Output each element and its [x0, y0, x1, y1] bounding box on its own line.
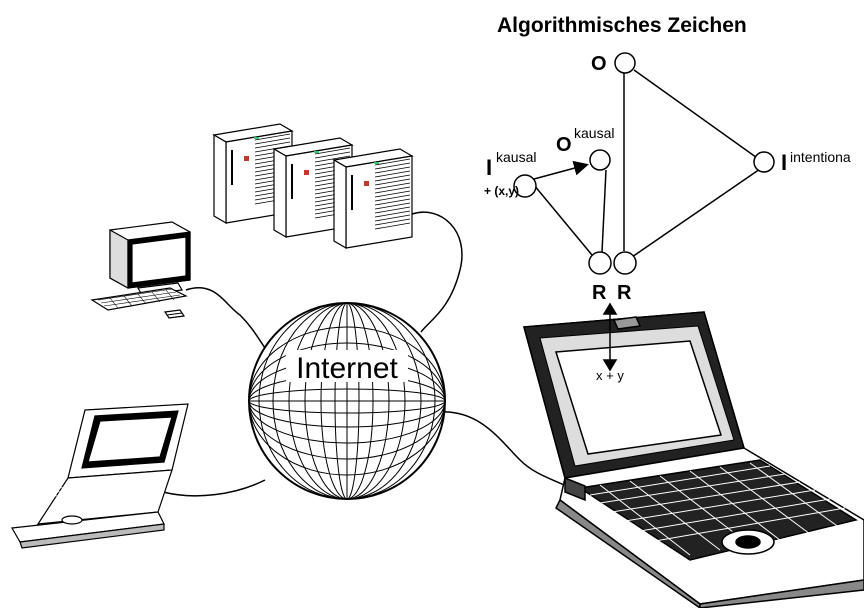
- label-i-intentional-sup: intentiona: [790, 149, 851, 165]
- node-r-left: [588, 251, 612, 275]
- algorithmic-sign-diagram: Algorithmisches Zeichen O O kausal I kau…: [484, 14, 851, 372]
- internet-label: Internet: [296, 352, 398, 385]
- laptop-icon: [11, 403, 189, 549]
- node-i-kausal: [513, 174, 537, 198]
- label-i-kausal-sup: kausal: [496, 149, 536, 165]
- node-o-main: [614, 52, 636, 74]
- network-cables: [162, 211, 567, 497]
- label-r-right: R: [617, 282, 632, 304]
- label-i-intentional: I: [781, 150, 787, 175]
- laptop-icon: [523, 311, 864, 608]
- label-r-left: R: [592, 282, 607, 304]
- node-o-kausal: [589, 149, 611, 171]
- screen-text: x + y: [596, 368, 624, 383]
- label-i-kausal: I: [486, 155, 492, 180]
- label-i-kausal-sub: + (x,y): [484, 184, 519, 198]
- label-o-kausal: O: [556, 134, 572, 156]
- label-o-kausal-sup: kausal: [574, 125, 614, 141]
- node-r-right: [613, 251, 637, 275]
- desktop-computer-icon: [90, 221, 191, 319]
- diagram-title: Algorithmisches Zeichen: [497, 14, 747, 37]
- node-i-intentional: [753, 151, 775, 173]
- server-icon: [212, 123, 414, 250]
- label-o-main: O: [591, 53, 607, 75]
- globe-icon: Internet: [248, 302, 446, 500]
